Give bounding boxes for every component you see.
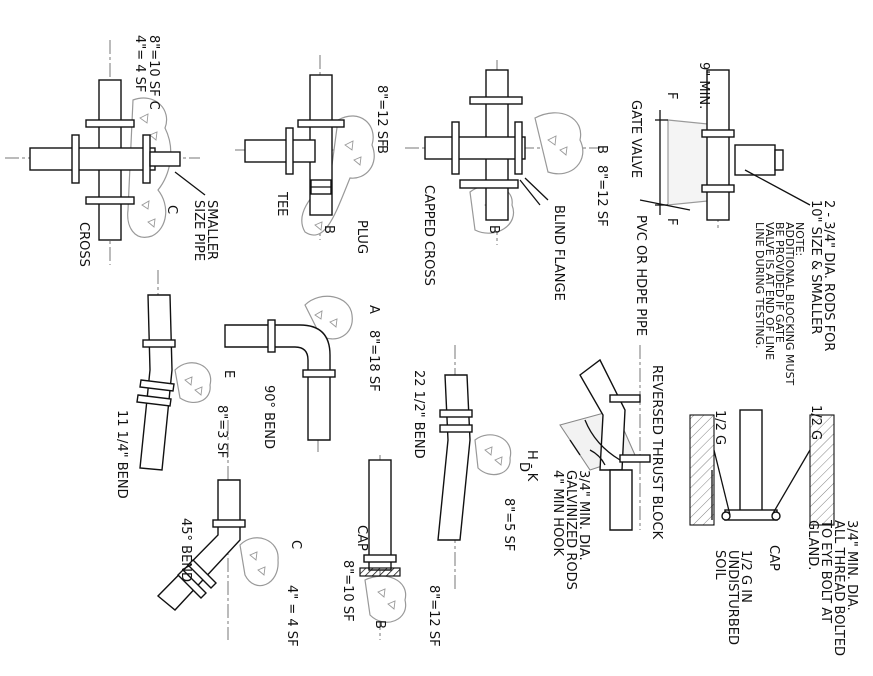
capped-cross-title: CAPPED CROSS [421, 185, 436, 286]
bend90-letter: A [366, 305, 381, 314]
cross-sf-4: 4"= 4 SF [132, 35, 147, 92]
capped-cross-sf: 8"=12 SF [594, 165, 609, 227]
capped-cross-fitting [405, 60, 600, 245]
cap-fitting [359, 455, 407, 640]
cap2-title: CAP [766, 545, 781, 571]
cross-sf-8: 8"=10 SF C [146, 35, 161, 110]
bend-45-fitting [156, 420, 279, 640]
smaller-pipe-label-1: SMALLER [204, 200, 219, 260]
thread-label-1: 3/4" MIN. DIA. [844, 520, 859, 611]
gate-valve-title: GATE VALVE [628, 100, 643, 178]
cap-sf-2: 8"=12 SF [426, 585, 441, 647]
cap-title: CAP [354, 525, 369, 551]
bend1125-letter: E [221, 370, 236, 378]
thread-label-4: GLAND. [805, 520, 820, 570]
note-line-1: ADDITIONAL BLOCKING MUST [783, 222, 796, 386]
bend45-letter: C [288, 540, 303, 549]
bend-225-fitting [437, 345, 512, 590]
bend90-title: 90° BEND [261, 385, 276, 449]
tee-sf: 8"=12 SF [374, 85, 389, 147]
bend225-title: 22 1/2" BEND [411, 370, 426, 459]
thread-label-2: ALL THREAD BOLTED [831, 520, 846, 656]
bend-90-fitting [224, 295, 353, 455]
cross-c-letter: C [164, 205, 179, 214]
bend1125-title: 11 1/4" BEND [114, 410, 129, 499]
half-g-in-2: UNDISTURBED [725, 550, 740, 645]
half-g-1: 1/2 G [712, 410, 727, 445]
f-bottom-label: F [664, 218, 679, 225]
reversed-thrust-block [559, 345, 651, 531]
nine-min-label: 9" MIN. [696, 62, 711, 109]
hk-label: H - K [524, 450, 539, 482]
rods-label-1: 2 - 3/4" DIA. RODS FOR [821, 200, 836, 351]
bend90-sf: 8"=18 SF [366, 330, 381, 392]
half-g-2: 1/2 G [808, 405, 823, 440]
capped-cross-b-letter-2: B [486, 225, 501, 234]
half-g-in-1: 1/2 G IN [738, 550, 753, 603]
bend225-letter: D [516, 462, 531, 472]
bend45-sf: 4" = 4 SF [284, 585, 299, 647]
bend225-sf: 8"=5 SF [501, 498, 516, 551]
plug-label: PLUG [354, 220, 369, 254]
gate-valve-fitting [639, 69, 811, 230]
cross-title: CROSS [76, 222, 91, 267]
pvc-hdpe-label: PVC OR HDPE PIPE [633, 215, 648, 336]
note-line-2: BE PROVIDED IF GATE [773, 222, 786, 343]
thread-label-3: TO EYE BOLT AT [818, 519, 833, 623]
tee-b-letter-2: B [321, 225, 336, 234]
rods-label-2: 10" SIZE & SMALLER [808, 200, 823, 334]
note-title: NOTE: [793, 222, 806, 256]
blind-flange-label: BLIND FLANGE [551, 205, 566, 301]
cap-with-rods [689, 409, 835, 526]
capped-cross-b-letter: B [594, 145, 609, 154]
galv-label-3: 4" MIN HOOK [550, 470, 565, 557]
tee-fitting [235, 55, 375, 240]
bend-1125-fitting [136, 270, 212, 471]
bend45-title: 45° BEND [178, 518, 193, 582]
galv-label-1: 3/4" MIN. DIA. [576, 470, 591, 561]
note-line-3: VALVE IS AT END OF LINE [763, 222, 776, 360]
cap-b-letter: B [372, 620, 387, 629]
galv-label-2: GALVINIZED RODS [563, 470, 578, 590]
smaller-pipe-label-2: SIZE PIPE [191, 200, 206, 261]
cross-fitting [5, 40, 206, 265]
bend1125-sf: 8"=3 SF [214, 405, 229, 458]
f-top-label: F [664, 92, 679, 99]
tee-b-letter: B [374, 145, 389, 154]
cap-sf: 8"=10 SF [340, 560, 355, 622]
note-line-4: LINE DURING TESTING. [753, 222, 766, 349]
reversed-title: REVERSED THRUST BLOCK [649, 365, 664, 540]
tee-title: TEE [274, 191, 289, 216]
half-g-in-3: SOIL [712, 550, 727, 580]
